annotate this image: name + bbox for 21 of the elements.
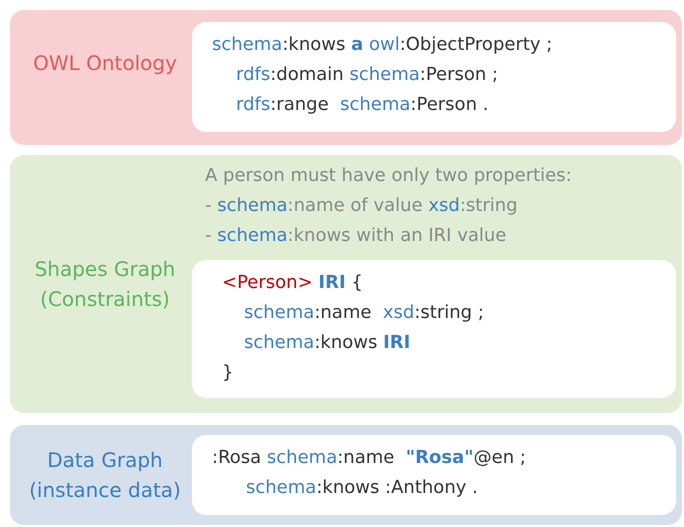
- description-line: - schema:knows with an IRI value: [205, 224, 506, 248]
- section-band: [10, 425, 682, 525]
- code-box: [192, 435, 676, 515]
- section-band: [10, 155, 682, 413]
- code-line: schema:knows a owl:ObjectProperty ;: [212, 33, 554, 57]
- code-line: rdfs:domain schema:Person ;: [235, 63, 500, 87]
- code-line: rdfs:range schema:Person .: [235, 93, 490, 117]
- description-line: A person must have only two properties:: [205, 164, 572, 188]
- description-line: - schema:name of value xsd:string: [205, 194, 518, 218]
- section-band: [10, 10, 682, 145]
- section-title: OWL Ontology: [32, 50, 178, 76]
- code-line: schema:knows :Anthony .: [245, 476, 479, 500]
- code-box: [192, 260, 676, 398]
- code-line: schema:name xsd:string ;: [243, 301, 485, 325]
- code-line: }: [221, 361, 234, 385]
- code-box: [192, 22, 676, 132]
- section-title: Shapes Graph (Constraints): [34, 256, 176, 313]
- code-line: schema:knows IRI: [243, 331, 412, 355]
- code-line: <Person> IRI {: [221, 271, 364, 295]
- code-line: :Rosa schema:name "Rosa"@en ;: [212, 446, 527, 470]
- section-title: Data Graph (instance data): [28, 447, 182, 504]
